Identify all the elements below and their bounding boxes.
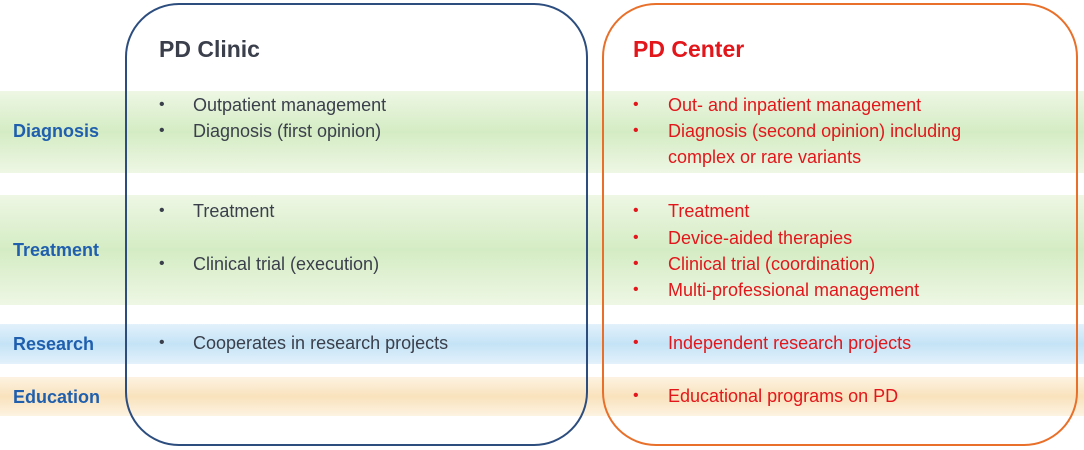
bullet-icon: • <box>633 334 639 351</box>
bullet-icon: • <box>633 281 639 298</box>
clinic-treatment-item: Clinical trial (execution) <box>193 254 380 274</box>
bullet-icon: • <box>633 122 639 139</box>
clinic-diagnosis-item: Diagnosis (first opinion) <box>193 121 382 141</box>
research-band <box>0 324 1084 364</box>
clinic-diagnosis-item: Outpatient management <box>193 95 387 115</box>
row-label-diagnosis: Diagnosis <box>13 121 100 141</box>
treatment-band <box>0 195 1084 305</box>
bullet-icon: • <box>159 122 165 139</box>
bullet-icon: • <box>159 202 165 219</box>
bullet-icon: • <box>633 387 639 404</box>
bullet-icon: • <box>633 202 639 219</box>
bullet-icon: • <box>159 96 165 113</box>
row-label-education: Education <box>13 387 101 407</box>
bullet-icon: • <box>633 229 639 246</box>
bullet-icon: • <box>633 255 639 272</box>
pd-clinic-box <box>125 3 588 446</box>
center-diagnosis-item-continued: complex or rare variants <box>668 147 862 167</box>
bullet-icon: • <box>159 334 165 351</box>
center-diagnosis-item: Diagnosis (second opinion) including <box>668 121 962 141</box>
center-treatment-item: Multi-professional management <box>668 280 920 300</box>
diagnosis-band <box>0 91 1084 173</box>
bullet-icon: • <box>159 255 165 272</box>
center-education-item: Educational programs on PD <box>668 386 899 406</box>
row-label-treatment: Treatment <box>13 240 100 260</box>
row-label-research: Research <box>13 334 95 354</box>
center-treatment-item: Device-aided therapies <box>668 228 853 248</box>
clinic-research-item: Cooperates in research projects <box>193 333 449 353</box>
center-treatment-item: Clinical trial (coordination) <box>668 254 876 274</box>
center-treatment-item: Treatment <box>668 201 750 221</box>
pd-clinic-title: PD Clinic <box>159 36 260 62</box>
center-diagnosis-item: Out- and inpatient management <box>668 95 922 115</box>
pd-center-box <box>602 3 1078 446</box>
center-research-item: Independent research projects <box>668 333 912 353</box>
pd-center-title: PD Center <box>633 36 745 62</box>
clinic-treatment-item: Treatment <box>193 201 275 221</box>
bullet-icon: • <box>633 96 639 113</box>
